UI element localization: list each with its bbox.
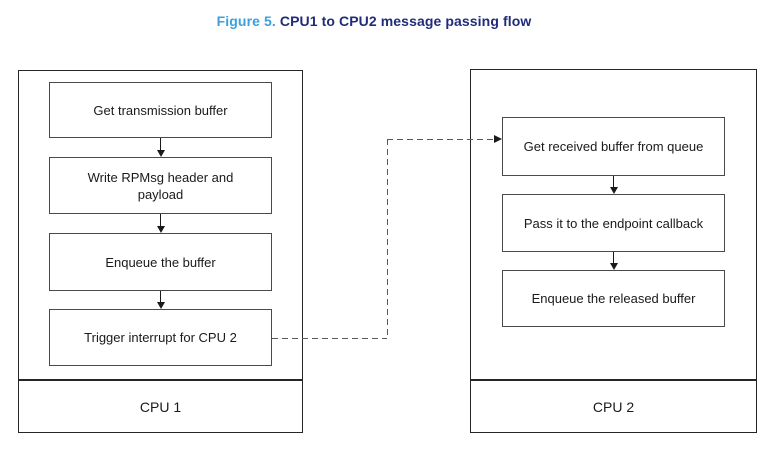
arrow-line — [160, 291, 161, 302]
cpu1-label-box: CPU 1 — [18, 380, 303, 433]
dashed-connector-segment — [387, 139, 495, 140]
dashed-connector-segment — [387, 139, 388, 339]
arrow-down-icon — [157, 226, 165, 233]
cpu1-node-write-rpmsg-header: Write RPMsg header and payload — [49, 157, 272, 214]
cpu1-node-enqueue-buffer: Enqueue the buffer — [49, 233, 272, 291]
arrow-down-icon — [610, 263, 618, 270]
cpu1-node-trigger-interrupt: Trigger interrupt for CPU 2 — [49, 309, 272, 366]
arrow-line — [613, 176, 614, 187]
arrow-line — [160, 138, 161, 150]
cpu2-label: CPU 2 — [592, 398, 635, 415]
figure-caption-label: Figure 5. — [216, 13, 276, 29]
figure-caption: Figure 5. CPU1 to CPU2 message passing f… — [0, 13, 748, 29]
arrow-right-icon — [494, 135, 502, 143]
arrow-line — [613, 252, 614, 263]
dashed-connector-segment — [272, 338, 387, 339]
arrow-down-icon — [610, 187, 618, 194]
arrow-down-icon — [157, 302, 165, 309]
cpu1-label: CPU 1 — [139, 398, 182, 415]
arrow-line — [160, 214, 161, 226]
cpu2-label-box: CPU 2 — [470, 380, 757, 433]
arrow-down-icon — [157, 150, 165, 157]
figure-caption-title: CPU1 to CPU2 message passing flow — [279, 13, 532, 29]
cpu2-node-pass-endpoint-callback: Pass it to the endpoint callback — [502, 194, 725, 252]
cpu2-node-enqueue-released-buffer: Enqueue the released buffer — [502, 270, 725, 327]
cpu2-node-get-received-buffer: Get received buffer from queue — [502, 117, 725, 176]
cpu1-node-get-transmission-buffer: Get transmission buffer — [49, 82, 272, 138]
